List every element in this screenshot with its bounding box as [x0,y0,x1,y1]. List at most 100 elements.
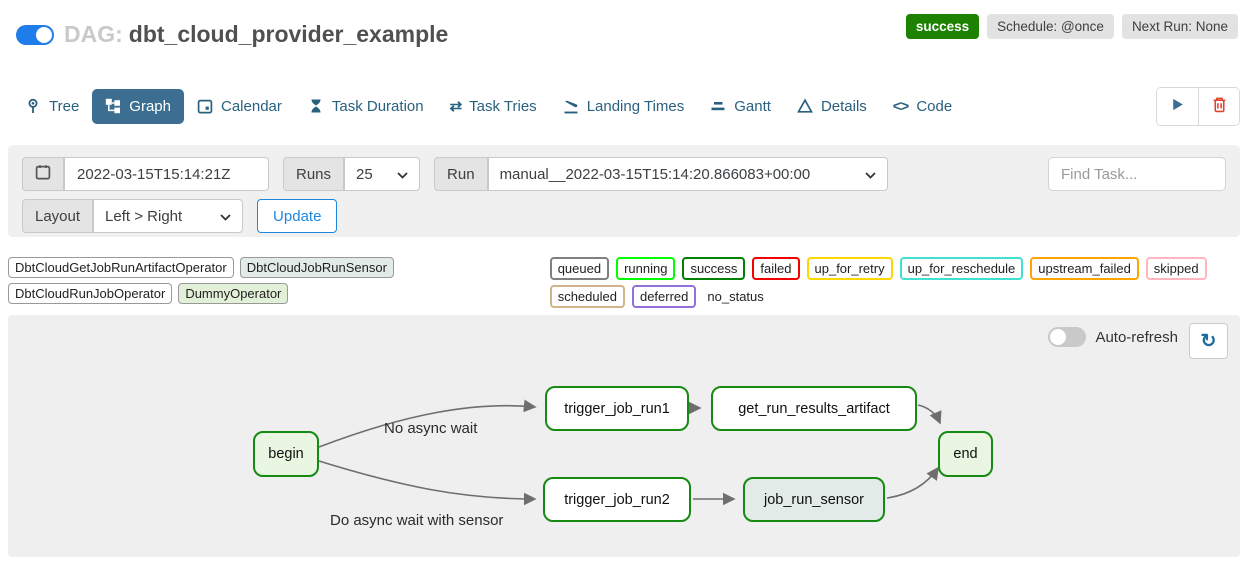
legend-status-scheduled[interactable]: scheduled [549,285,625,308]
tab-label: Task Tries [469,97,537,115]
chevron-down-icon [397,166,408,183]
task-node-label: trigger_job_run2 [564,491,670,508]
dag-status-badge[interactable]: success [905,14,980,39]
tab-label: Landing Times [586,97,685,115]
find-task-input[interactable] [1048,157,1226,191]
plane-landing-icon [563,98,579,114]
legend-operator: DummyOperator [178,283,289,304]
chevron-down-icon [864,166,876,183]
task-node-trigger-job-run2[interactable]: trigger_job_run2 [543,477,691,522]
tab-calendar[interactable]: Calendar [184,89,295,124]
legend-operator: DbtCloudRunJobOperator [8,283,173,304]
legend-status-up-for-retry[interactable]: up_for_retry [806,257,893,280]
play-icon [1170,97,1185,115]
hourglass-icon [308,98,324,114]
delete-dag-button[interactable] [1198,87,1239,125]
tab-task-tries[interactable]: ⇄ Task Tries [437,88,550,124]
calendar-icon [197,98,213,114]
runs-count-select[interactable]: 25 [344,157,421,191]
run-group: Run manual__2022-03-15T15:14:20.866083+0… [434,157,888,191]
tab-label: Tree [49,97,80,115]
legend-status-success[interactable]: success [682,257,746,280]
legend-status-skipped[interactable]: skipped [1145,257,1207,280]
legend-status-deferred[interactable]: deferred [631,285,697,308]
tab-landing-times[interactable]: Landing Times [550,89,698,124]
legend: DbtCloudGetJobRunArtifactOperator DbtClo… [8,257,1248,308]
trash-icon [1211,96,1228,116]
dag-action-buttons [1156,86,1240,126]
tab-label: Graph [129,97,171,115]
edge-begin-trigger-job-run2 [318,460,537,506]
base-date-group [22,157,269,191]
dag-name-label: dbt_cloud_provider_example [128,21,449,47]
legend-status-failed[interactable]: failed [752,257,800,280]
operator-legend: DbtCloudGetJobRunArtifactOperator DbtClo… [8,257,550,304]
runs-label: Runs [283,157,345,191]
auto-refresh-label: Auto-refresh [1095,328,1178,346]
legend-status-up-for-reschedule[interactable]: up_for_reschedule [899,257,1024,280]
gantt-icon [710,98,726,114]
tab-task-duration[interactable]: Task Duration [295,89,437,124]
legend-operator: DbtCloudGetJobRunArtifactOperator [8,257,234,278]
legend-status-no-status[interactable]: no_status [707,289,764,304]
schedule-badge: Schedule: @once [987,14,1114,39]
task-node-begin[interactable]: begin [253,431,319,477]
runs-count-value: 25 [356,165,373,183]
tab-label: Gantt [734,97,771,115]
legend-status-running[interactable]: running [616,257,676,280]
layout-select[interactable]: Left > Right [93,199,244,233]
layout-value: Left > Right [105,207,183,225]
tab-label: Task Duration [331,97,424,115]
dag-title-group: DAG:dbt_cloud_provider_example [16,21,448,48]
edge-label-do-async-wait: Do async wait with sensor [330,512,504,529]
legend-status-upstream-failed[interactable]: upstream_failed [1030,257,1139,280]
task-node-trigger-job-run1[interactable]: trigger_job_run1 [545,386,689,431]
tab-label: Code [916,97,953,115]
legend-status-queued[interactable]: queued [549,257,610,280]
code-icon: <> [892,97,910,115]
task-node-get-run-results-artifact[interactable]: get_run_results_artifact [711,386,917,431]
tab-tree[interactable]: Tree [12,89,92,124]
legend-operator: DbtCloudJobRunSensor [239,257,394,278]
tab-code[interactable]: <> Code [880,89,965,124]
task-node-label: begin [268,446,304,462]
task-node-end[interactable]: end [938,431,993,477]
page-title: DAG:dbt_cloud_provider_example [64,21,448,48]
refresh-button[interactable]: ↻ [1189,323,1228,359]
header-badges: success Schedule: @once Next Run: None [905,14,1238,39]
tab-details[interactable]: Details [784,89,880,124]
run-label: Run [434,157,488,191]
edge-sensor-end [886,466,939,499]
base-date-input[interactable] [64,157,269,191]
trigger-dag-button[interactable] [1157,87,1198,125]
dag-edges [318,399,942,506]
dag-pause-toggle[interactable] [16,24,54,45]
tree-icon [25,98,41,114]
triangle-details-icon [796,98,813,114]
task-node-job-run-sensor[interactable]: job_run_sensor [743,477,885,522]
tab-label: Calendar [221,97,282,115]
layout-label: Layout [22,199,94,233]
toggle-knob [1050,329,1067,345]
dag-run-value: manual__2022-03-15T15:14:20.866083+00:00 [499,165,811,183]
edge-label-no-async-wait: No async wait [384,420,478,437]
chevron-down-icon [220,208,231,225]
tab-gantt[interactable]: Gantt [697,89,784,124]
filter-row-1: Runs 25 Run manual__2022-03-15T15:14:20.… [22,157,1226,191]
auto-refresh-control: Auto-refresh [1048,327,1178,347]
task-node-label: end [953,446,978,462]
graph-icon [105,98,121,114]
tab-graph[interactable]: Graph [92,88,184,124]
view-tabbar: Tree Graph Calendar Task Duration ⇄ Task… [12,85,1240,127]
edge-begin-trigger-job-run1 [318,399,537,448]
auto-refresh-toggle[interactable] [1048,327,1087,347]
dag-run-select[interactable]: manual__2022-03-15T15:14:20.866083+00:00 [487,157,888,191]
calendar-picker-button[interactable] [22,157,64,191]
refresh-icon: ↻ [1200,330,1217,352]
status-legend: queued running success failed up_for_ret… [549,257,1248,308]
update-button[interactable]: Update [257,199,338,233]
task-node-label: get_run_results_artifact [738,400,890,417]
filter-row-2: Layout Left > Right Update [22,199,1226,233]
dag-prefix-label: DAG: [64,21,123,47]
